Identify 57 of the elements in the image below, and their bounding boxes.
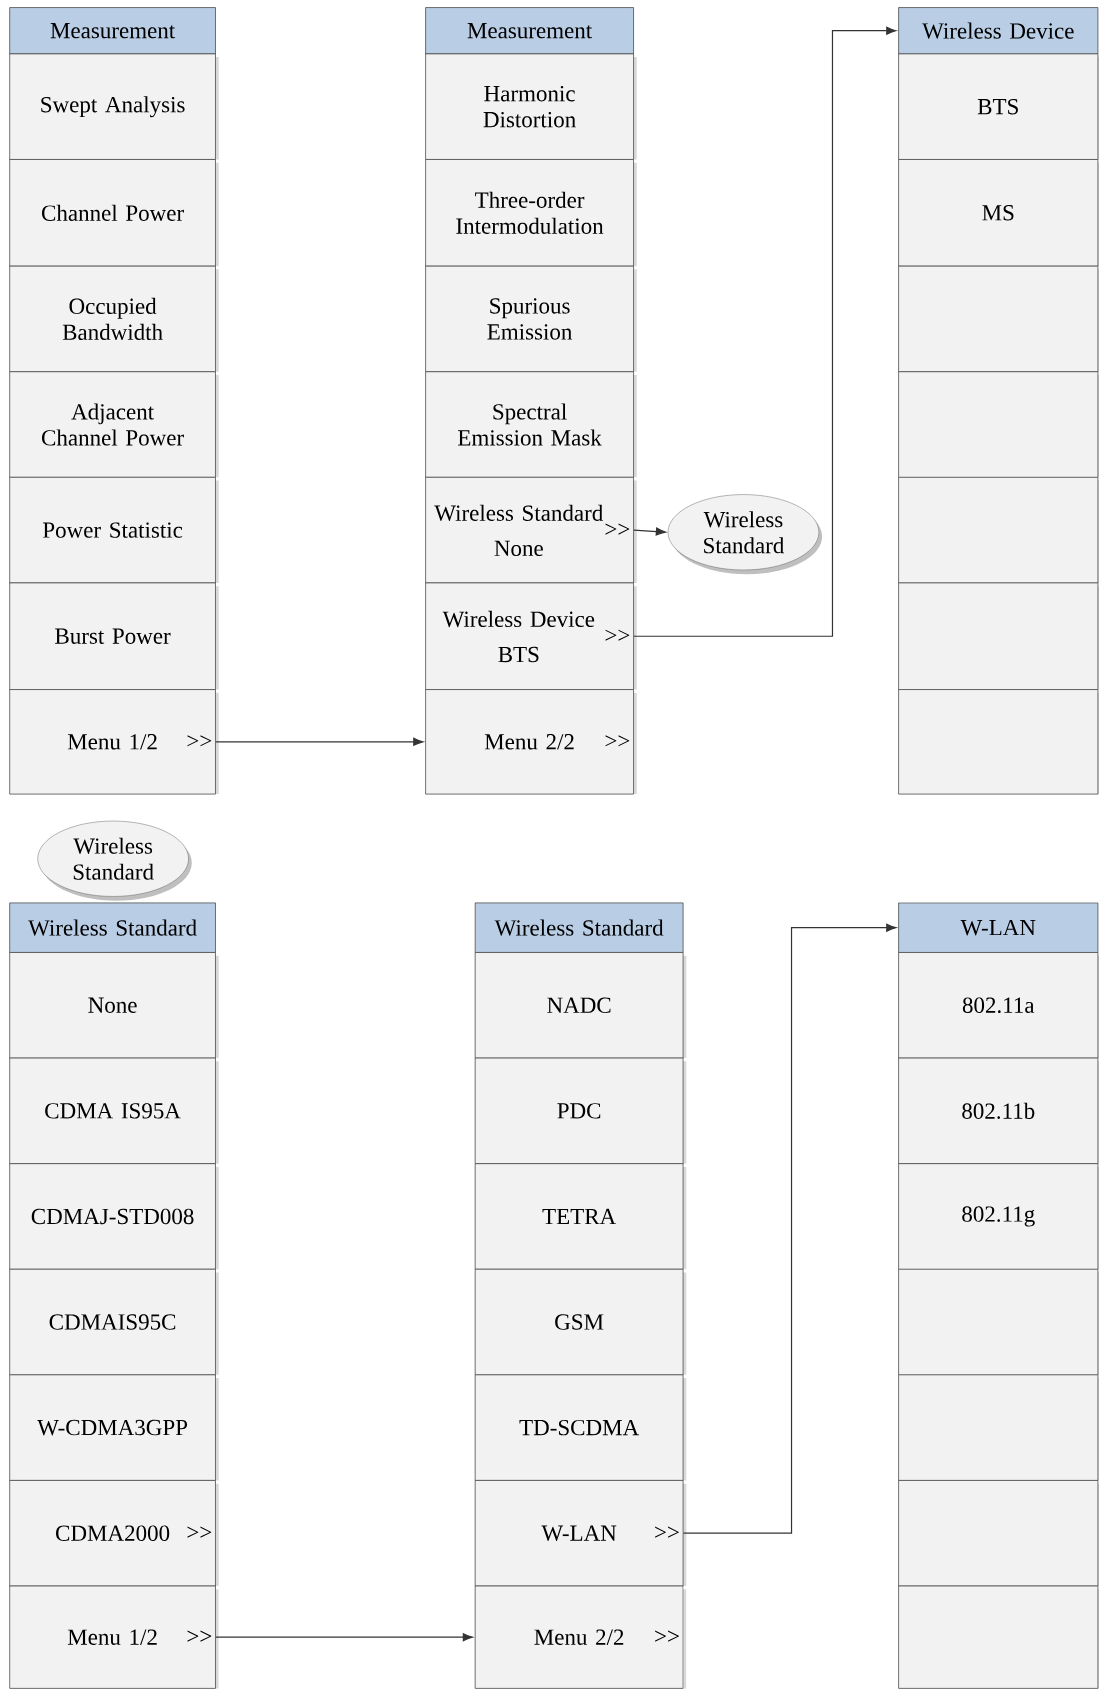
menu-cell: Channel Power	[9, 159, 219, 267]
arrow	[215, 737, 424, 746]
arrow	[682, 923, 897, 1534]
empty-menu-cell	[898, 265, 1099, 373]
menu-cell: TETRA	[474, 1163, 687, 1270]
menu-cell: Burst Power	[9, 582, 219, 690]
arrow	[633, 26, 897, 637]
empty-menu-cell	[898, 689, 1099, 795]
menu-cell: W-CDMA3GPP	[9, 1374, 219, 1481]
menu-cell: PDC	[474, 1057, 687, 1165]
oval-label: Wireless Standard	[37, 820, 192, 901]
menu-cell: BTS	[898, 53, 1099, 160]
menu-cell: Wireless Device BTS >>	[425, 582, 637, 690]
menu-cell: Menu 1/2 >>	[9, 689, 219, 795]
menu-cell: None	[9, 952, 219, 1059]
menu-header: Wireless Standard	[474, 902, 684, 953]
menu-cell: GSM	[474, 1268, 687, 1376]
menu-cell: Adjacent Channel Power	[9, 371, 219, 478]
menu-cell: 802.11a	[898, 952, 1099, 1059]
menu-header: W-LAN	[898, 902, 1099, 953]
menu-cell: Power Statistic	[9, 476, 219, 584]
empty-menu-cell	[898, 582, 1099, 690]
node-label: 802.11b	[962, 1102, 1035, 1120]
menu-cell: Spurious Emission	[425, 265, 637, 373]
menu-cell: Menu 1/2 >>	[9, 1585, 219, 1689]
empty-menu-cell	[898, 371, 1099, 478]
empty-menu-cell	[898, 1480, 1099, 1587]
menu-cell: Harmonic Distortion	[425, 53, 637, 160]
menu-header: Measurement	[9, 7, 216, 55]
menu-cell: Occupied Bandwidth	[9, 265, 219, 373]
menu-cell: CDMAJ-STD008	[9, 1163, 219, 1270]
empty-menu-cell	[898, 1374, 1099, 1481]
node-label: MS	[982, 205, 1014, 221]
menu-cell: Menu 2/2 >>	[425, 689, 637, 795]
menu-cell: CDMAIS95C	[9, 1268, 219, 1376]
arrow	[215, 1633, 473, 1642]
menu-cell: CDMA2000 >>	[9, 1480, 219, 1587]
menu-cell: W-LAN >>	[474, 1480, 687, 1587]
empty-menu-cell	[898, 1585, 1099, 1689]
menu-cell: Wireless Standard None >>	[425, 476, 637, 584]
menu-cell: MS	[898, 159, 1099, 267]
menu-header: Wireless Standard	[9, 902, 216, 953]
menu-header: Measurement	[425, 7, 634, 55]
empty-menu-cell	[898, 476, 1099, 584]
menu-cell: 802.11g	[898, 1163, 1099, 1270]
menu-cell: 802.11b	[898, 1057, 1099, 1165]
menu-cell: Spectral Emission Mask	[425, 371, 637, 478]
oval-label: Wireless Standard	[667, 494, 823, 575]
menu-cell: Swept Analysis	[9, 53, 219, 160]
arrow	[633, 527, 666, 536]
empty-menu-cell	[898, 1268, 1099, 1376]
menu-header: Wireless Device	[898, 7, 1099, 55]
menu-cell: Menu 2/2 >>	[474, 1585, 687, 1689]
menu-cell: TD-SCDMA	[474, 1374, 687, 1481]
menu-cell: NADC	[474, 952, 687, 1059]
menu-cell: Three-order Intermodulation	[425, 159, 637, 267]
menu-cell: CDMA IS95A	[9, 1057, 219, 1165]
